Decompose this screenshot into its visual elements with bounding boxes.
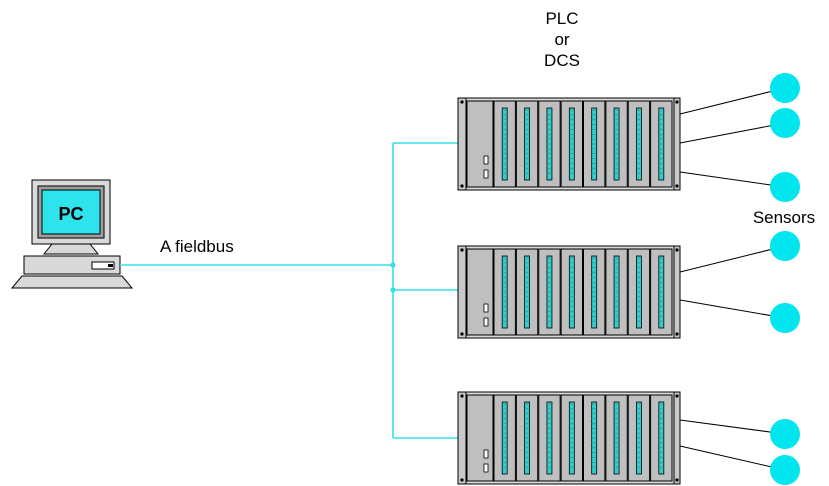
sensor-node <box>770 419 800 449</box>
rack-mount-ear <box>457 245 467 339</box>
sensor-wire <box>679 171 786 188</box>
rack-screw <box>675 394 679 398</box>
junction-dot-trunk <box>390 262 396 268</box>
rack-mount-ear <box>673 245 681 339</box>
controller-label: PLC or DCS <box>544 9 580 70</box>
rack-mount-ear <box>457 391 467 485</box>
cpu-switch <box>483 155 489 165</box>
pc-keyboard <box>10 275 134 289</box>
rack-screw <box>675 332 679 336</box>
pc-drive-slot <box>91 261 115 270</box>
rack-screw <box>460 184 464 188</box>
sensor-wire <box>679 87 786 115</box>
cpu-switch <box>483 169 489 179</box>
pc-screen <box>41 189 101 235</box>
sensor-node <box>770 231 800 261</box>
sensors-label: Sensors <box>753 208 815 227</box>
fieldbus-lines <box>120 142 458 439</box>
controller-racks <box>457 97 681 485</box>
cpu-switch <box>483 449 489 459</box>
rack-3 <box>457 391 681 485</box>
cpu-module <box>466 100 494 188</box>
rack-screw <box>460 478 464 482</box>
sensors <box>770 73 800 485</box>
rack-screw <box>460 332 464 336</box>
junction-dot-rack-2 <box>390 287 396 293</box>
rack-screw <box>675 478 679 482</box>
sensor-wire <box>679 122 786 144</box>
rack-screw <box>675 184 679 188</box>
fieldbus-label: A fieldbus <box>160 237 234 256</box>
pc-label: PC <box>58 204 83 224</box>
rack-mount-ear <box>457 97 467 191</box>
sensor-wire <box>679 245 786 273</box>
cpu-switch <box>483 303 489 313</box>
sensor-wire <box>679 419 786 435</box>
rack-2 <box>457 245 681 339</box>
sensor-node <box>770 455 800 485</box>
pc-computer-icon: PC <box>10 179 134 289</box>
cpu-switch <box>483 463 489 473</box>
rack-screw <box>460 100 464 104</box>
rack-screw <box>675 100 679 104</box>
sensor-wire <box>679 445 786 471</box>
cpu-module <box>466 394 494 482</box>
controller-label-line-3: DCS <box>544 51 580 70</box>
sensor-wires <box>679 87 786 471</box>
rack-screw <box>460 394 464 398</box>
rack-screw <box>675 248 679 252</box>
rack-mount-ear <box>673 391 681 485</box>
rack-screw <box>460 248 464 252</box>
sensor-node <box>770 172 800 202</box>
sensor-node <box>770 73 800 103</box>
rack-mount-ear <box>673 97 681 191</box>
cpu-module <box>466 248 494 336</box>
sensor-wire <box>679 299 786 319</box>
sensor-node <box>770 108 800 138</box>
cpu-switch <box>483 317 489 327</box>
controller-label-line-2: or <box>554 30 569 49</box>
sensor-node <box>770 303 800 333</box>
rack-1 <box>457 97 681 191</box>
controller-label-line-1: PLC <box>545 9 578 28</box>
